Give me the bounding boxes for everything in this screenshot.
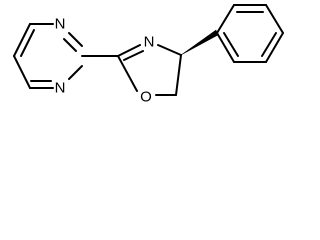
bond-oxazoline-o-c <box>117 55 138 92</box>
bond-pyrimidine-3 <box>68 65 83 80</box>
atom-n-pyrimidine-bottom: N <box>55 80 66 97</box>
stereo-wedge-bond <box>180 29 219 56</box>
bond-oxazoline-n-ch <box>157 44 182 56</box>
bond-phenyl-1 <box>216 4 235 34</box>
bond-oxazoline-ch-ch2 <box>175 54 182 96</box>
oxazoline-ring: N O <box>117 34 182 106</box>
bond-pyrimidine-2 <box>68 32 83 47</box>
bond-oxazoline-c-n <box>117 44 141 57</box>
atom-n-pyrimidine-top: N <box>55 16 66 33</box>
bond-pyrimidine-5 <box>13 55 31 89</box>
bond-phenyl-4-double <box>261 32 277 57</box>
pyrimidine-ring: N N <box>13 16 83 97</box>
bond-phenyl-3 <box>265 4 284 34</box>
atom-o-oxazoline: O <box>140 89 152 106</box>
bond-pyrimidine-2-double <box>63 38 77 52</box>
bond-pyrimidine-6-double <box>20 29 35 57</box>
chemical-structure: N N N O <box>13 4 284 106</box>
atom-n-oxazoline: N <box>144 34 155 51</box>
bond-pyrimidine-6 <box>13 23 31 57</box>
bond-oxazoline-c-n-double <box>123 50 144 61</box>
phenyl-ring <box>216 4 284 63</box>
bond-phenyl-6 <box>216 32 235 63</box>
bond-phenyl-4 <box>265 32 284 63</box>
bond-phenyl-6-double <box>223 32 239 57</box>
